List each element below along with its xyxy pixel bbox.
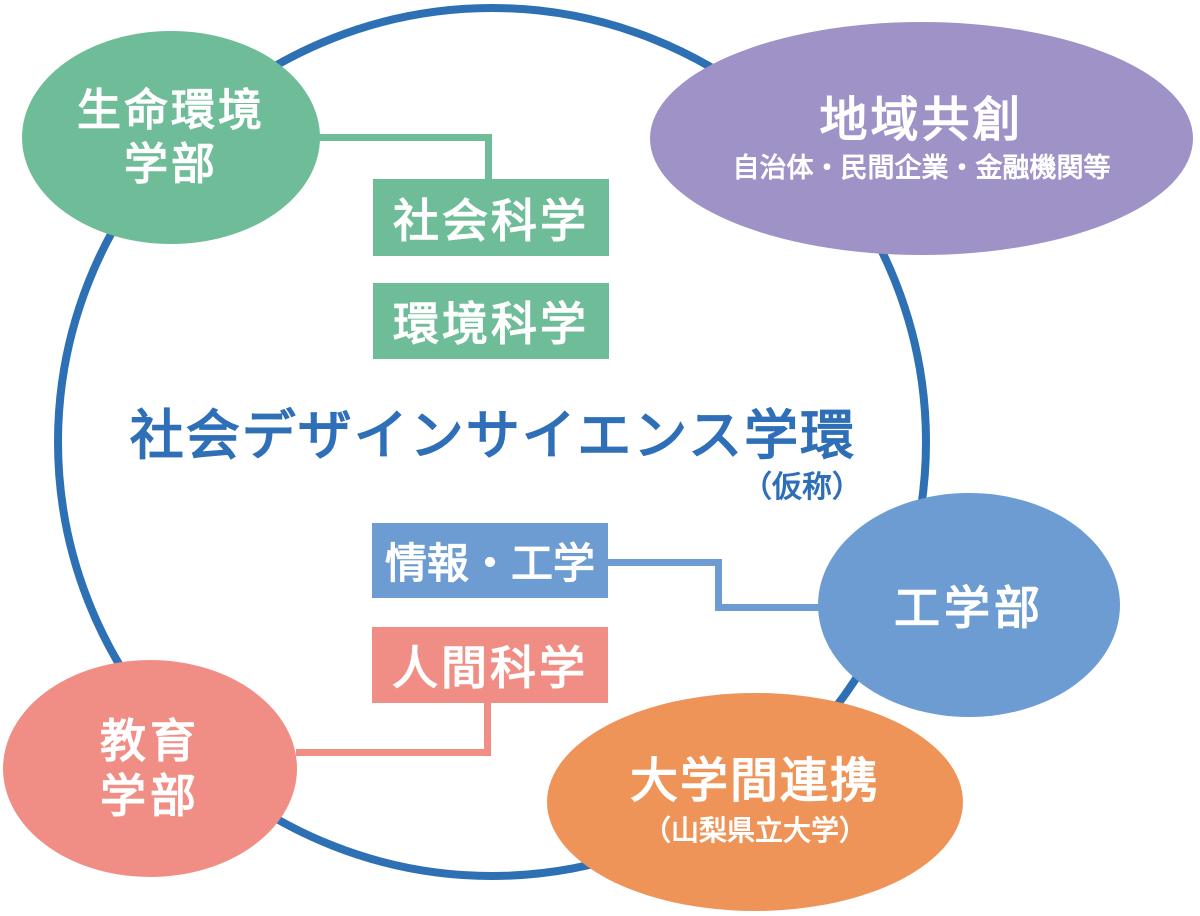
box-environmental-science: 環境科学 (373, 283, 609, 359)
box-human-science: 人間科学 (372, 627, 608, 703)
connector-education-horizontal (296, 749, 491, 756)
center-title-provisional-note: （仮称） (742, 471, 862, 504)
engineering-label: 工学部 (894, 582, 1044, 634)
connector-engineering-horizontal-1 (606, 559, 722, 566)
connector-engineering-horizontal-2 (715, 604, 828, 611)
connector-education-vertical (484, 701, 491, 756)
life-environment-label-line1: 生命環境 (77, 85, 265, 135)
education-label-line2: 学部 (100, 769, 200, 822)
ellipse-education-faculty: 教育 学部 (3, 660, 297, 877)
education-label-line1: 教育 (100, 714, 200, 767)
ellipse-regional-cocreation: 地域共創 自治体・民間企業・金融機関等 (650, 22, 1193, 255)
ellipse-inter-university-collaboration: 大学間連携 （山梨県立大学） (547, 693, 963, 911)
ellipse-engineering-faculty: 工学部 (818, 493, 1120, 717)
regional-cocreation-title: 地域共創 (819, 93, 1024, 147)
connector-engineering-vertical (715, 559, 722, 611)
box-social-science: 社会科学 (373, 179, 609, 256)
ellipse-life-environment-faculty: 生命環境 学部 (22, 31, 320, 244)
box-information-engineering: 情報・工学 (372, 523, 608, 598)
regional-cocreation-subtitle: 自治体・民間企業・金融機関等 (732, 152, 1111, 183)
connector-life-env-vertical (485, 134, 492, 180)
inter-university-title: 大学間連携 (629, 755, 880, 808)
center-title: 社会デザインサイエンス学環 (129, 406, 857, 466)
inter-university-subtitle: （山梨県立大学） (642, 815, 867, 846)
connector-life-env-horizontal (300, 134, 492, 141)
life-environment-label-line2: 学部 (124, 139, 218, 189)
